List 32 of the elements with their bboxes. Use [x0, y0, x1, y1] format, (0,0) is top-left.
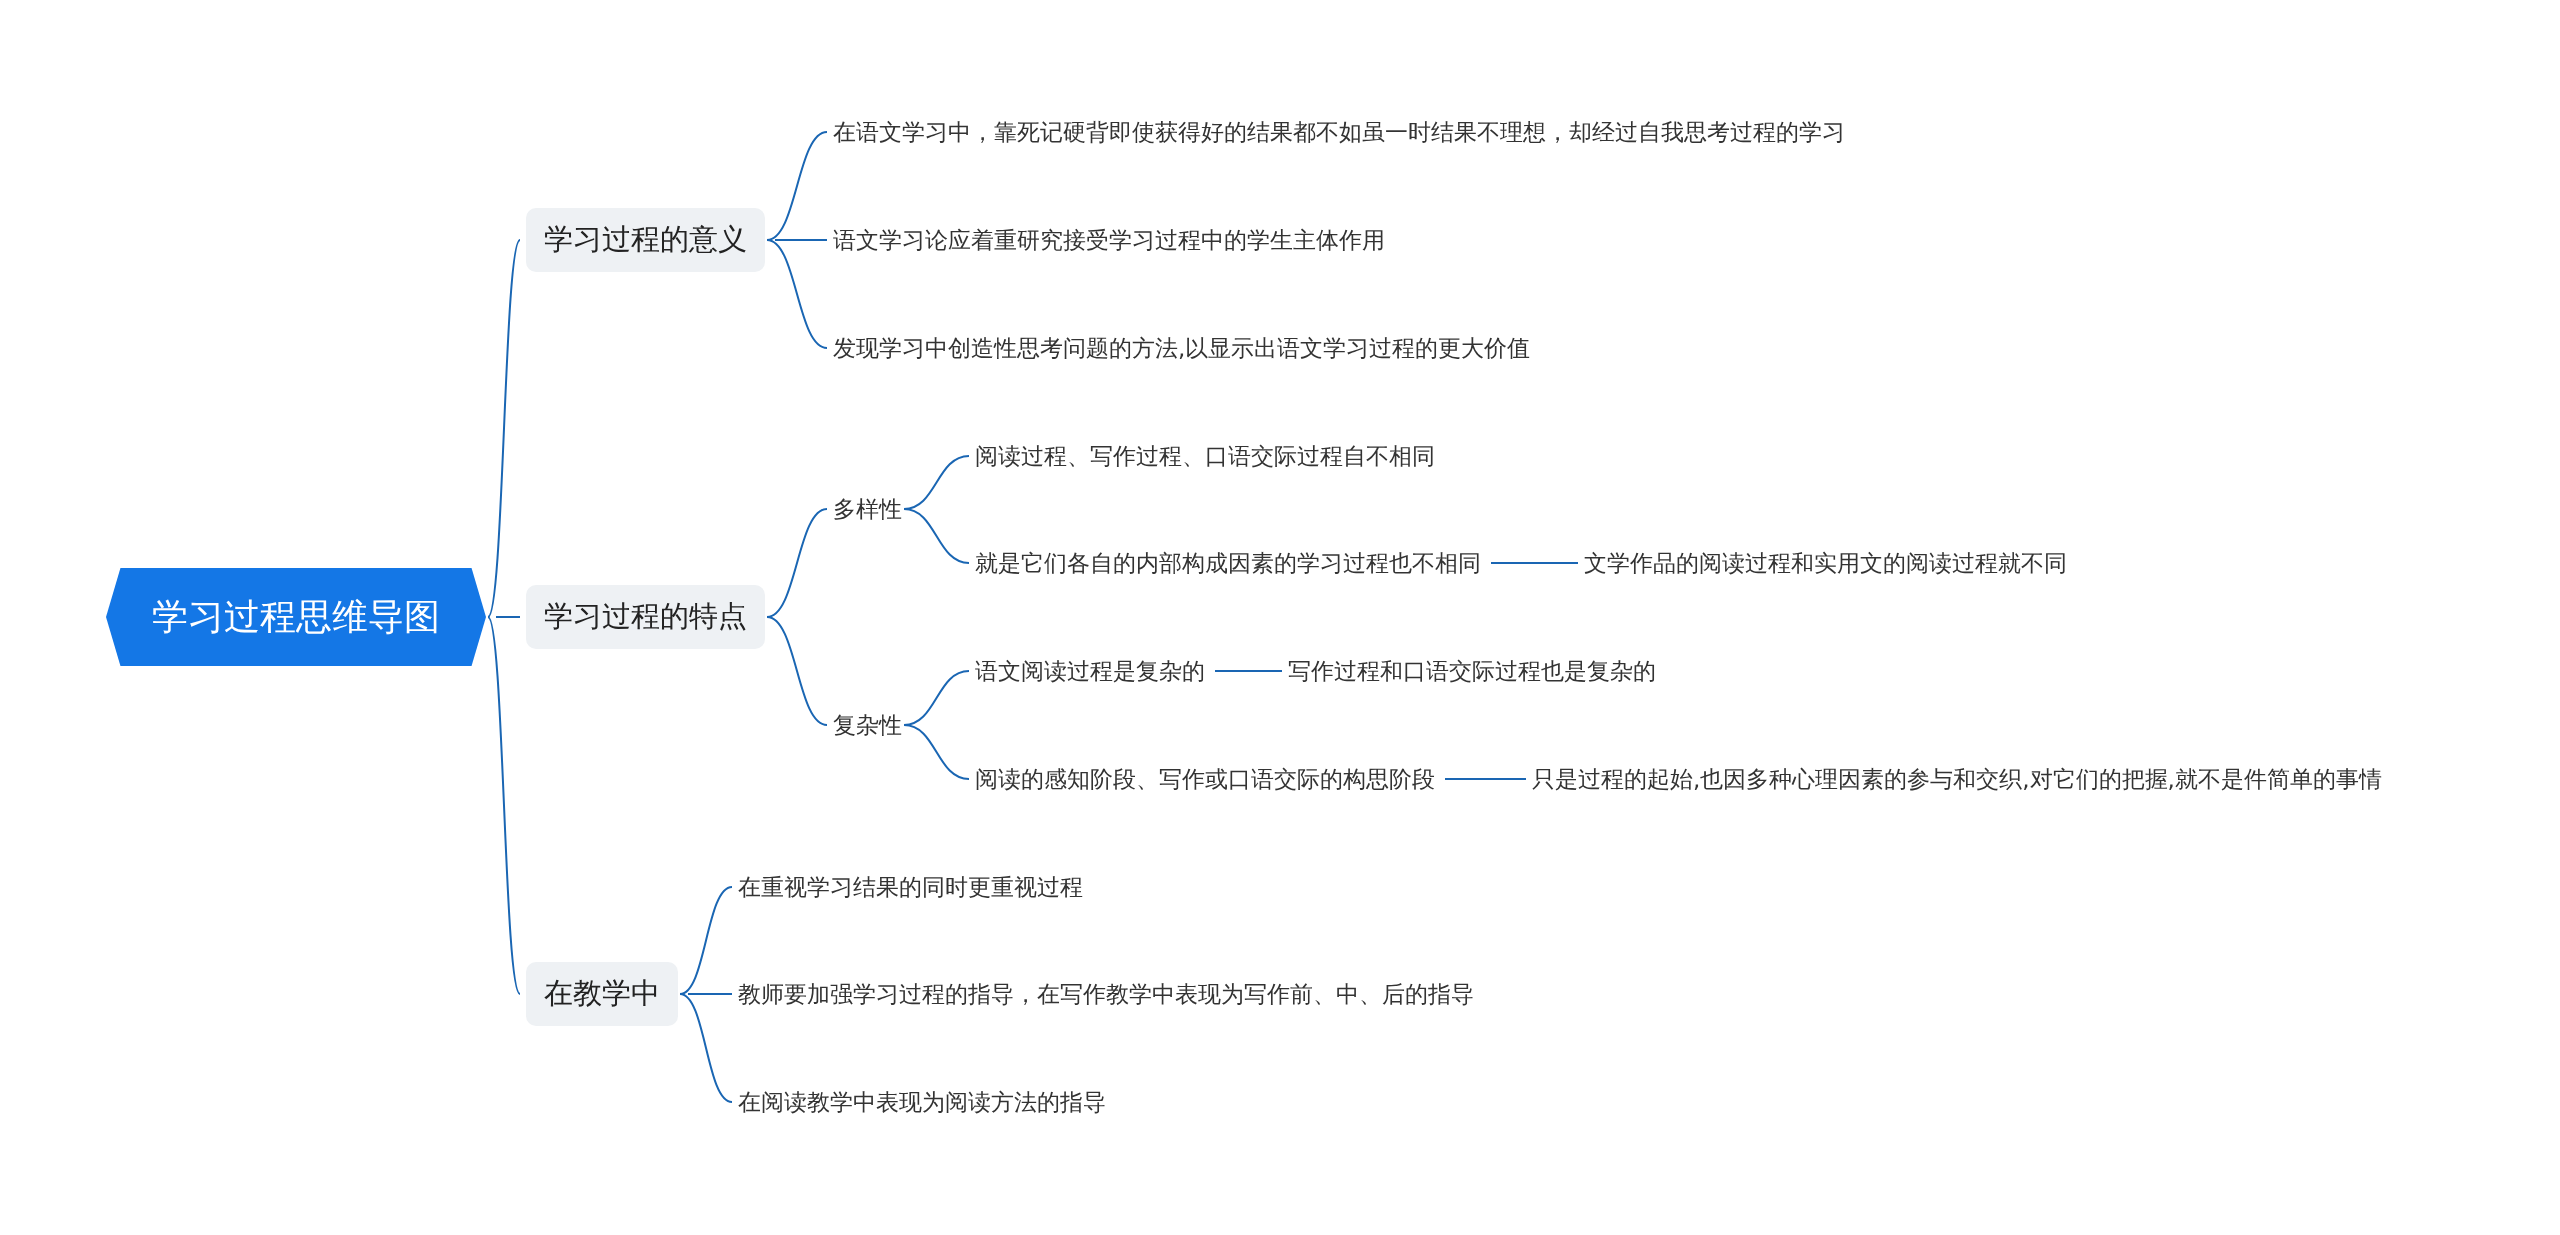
subtopic-text: 阅读过程、写作过程、口语交际过程自不相同 — [975, 438, 1435, 474]
connector-line — [679, 993, 733, 1103]
connector-line — [903, 724, 970, 780]
connector-line — [687, 993, 733, 995]
subtopic-text: 在阅读教学中表现为阅读方法的指导 — [738, 1084, 1106, 1120]
connector-line — [1214, 670, 1283, 672]
subtopic-text: 阅读的感知阶段、写作或口语交际的构思阶段 — [975, 761, 1435, 797]
subtopic-text: 语文学习论应着重研究接受学习过程中的学生主体作用 — [833, 222, 1385, 258]
connector-line — [766, 239, 828, 349]
topic-box: 学习过程的意义 — [526, 208, 765, 272]
subtopic-text: 复杂性 — [833, 707, 902, 743]
central-topic: 学习过程思维导图 — [152, 594, 440, 639]
connector-line — [774, 239, 828, 241]
connector-line — [1444, 778, 1527, 780]
connector-line — [903, 508, 970, 564]
subtopic-text: 在重视学习结果的同时更重视过程 — [738, 869, 1083, 905]
connector-line — [487, 616, 521, 995]
subtopic-text: 只是过程的起始,也因多种心理因素的参与和交织,对它们的把握,就不是件简单的事情 — [1532, 761, 2382, 797]
subtopic-text: 教师要加强学习过程的指导，在写作教学中表现为写作前、中、后的指导 — [738, 976, 1474, 1012]
connector-line — [1490, 562, 1579, 564]
subtopic-text: 就是它们各自的内部构成因素的学习过程也不相同 — [975, 545, 1481, 581]
subtopic-text: 多样性 — [833, 491, 902, 527]
topic-box: 在教学中 — [526, 962, 678, 1026]
connector-line — [766, 616, 828, 726]
subtopic-text: 发现学习中创造性思考问题的方法,以显示出语文学习过程的更大价值 — [833, 330, 1531, 366]
connector-line — [487, 239, 521, 618]
subtopic-text: 文学作品的阅读过程和实用文的阅读过程就不同 — [1584, 545, 2067, 581]
connector-line — [495, 616, 521, 618]
topic-box: 学习过程的特点 — [526, 585, 765, 649]
subtopic-text: 语文阅读过程是复杂的 — [975, 653, 1205, 689]
subtopic-text: 在语文学习中，靠死记硬背即使获得好的结果都不如虽一时结果不理想，却经过自我思考过程的学习 — [833, 114, 1845, 150]
subtopic-text: 写作过程和口语交际过程也是复杂的 — [1288, 653, 1656, 689]
